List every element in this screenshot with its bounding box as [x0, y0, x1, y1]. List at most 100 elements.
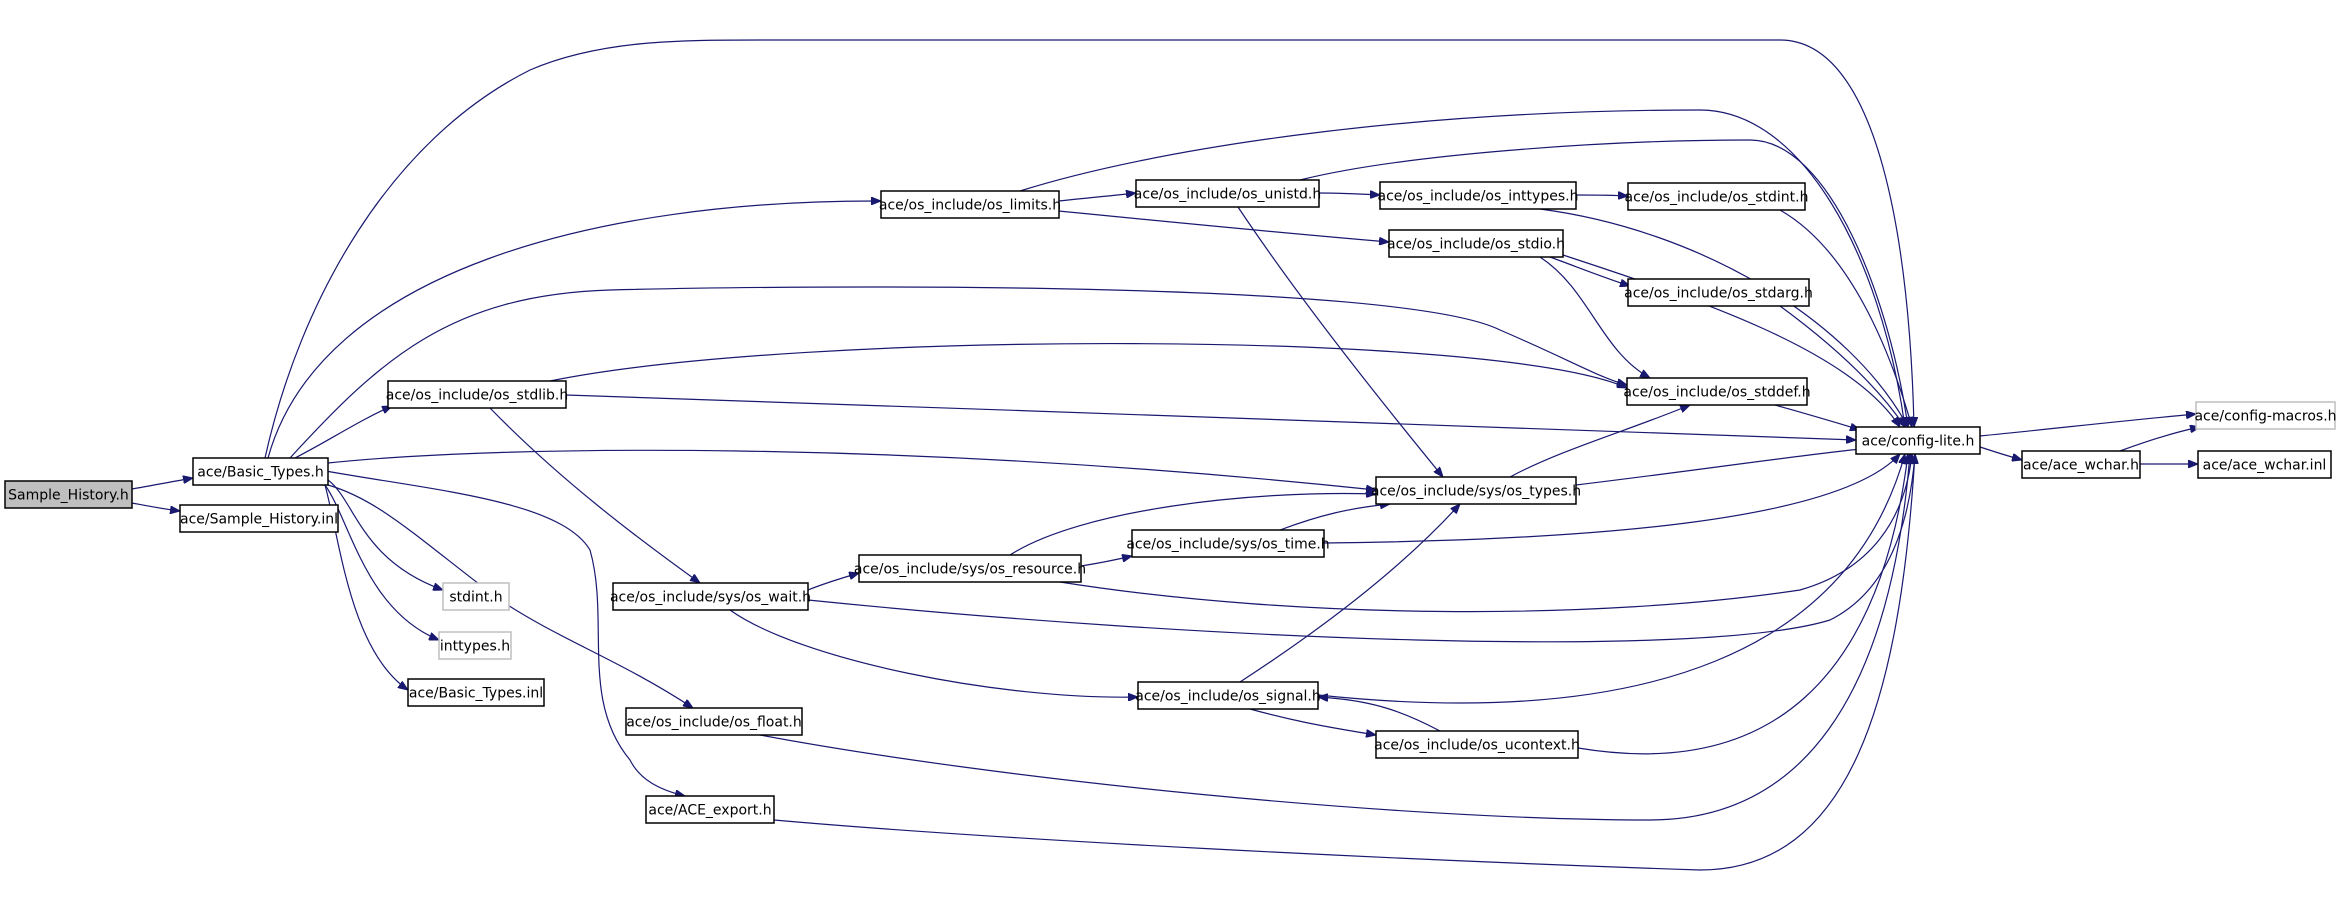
node-label: ace/os_include/os_stdint.h	[1624, 190, 1808, 206]
edge-path	[1509, 404, 1690, 478]
node-basic-types-h[interactable]: ace/Basic_Types.h	[192, 457, 329, 486]
node-os-wait-h[interactable]: ace/os_include/sys/os_wait.h	[610, 582, 811, 611]
node-box	[407, 678, 545, 707]
node-os-ucontext-h[interactable]: ace/os_include/os_ucontext.h	[1374, 730, 1580, 759]
edge-os_resource_h-to-os_types_h	[1009, 494, 1376, 556]
node-box	[438, 631, 512, 660]
edge-os_ucontext_h-to-config_lite_h	[1577, 454, 1908, 755]
edge-os_resource_h-to-config_lite_h	[1059, 454, 1912, 613]
node-label: ace/ace_wchar.h	[2023, 458, 2139, 474]
edge-os_inttypes_h-to-os_stdint_h	[1575, 195, 1628, 196]
edge-path	[267, 201, 881, 459]
node-sample-history-inl[interactable]: ace/Sample_History.inl	[179, 504, 339, 533]
node-label: Sample_History.h	[8, 488, 129, 504]
edge-path	[1577, 454, 1908, 755]
node-basic-types-inl[interactable]: ace/Basic_Types.inl	[407, 678, 545, 707]
edge-path	[759, 454, 1910, 821]
edge-basic_types_h-to-os_stdlib_h	[294, 405, 392, 459]
node-ace-wchar-h[interactable]: ace/ace_wchar.h	[2021, 450, 2141, 479]
edge-os_wait_h-to-config_lite_h	[807, 454, 1915, 643]
edge-os_types_h-to-os_stddef_h	[1509, 404, 1690, 478]
edge-path	[1019, 109, 1905, 427]
node-os-limits-h[interactable]: ace/os_include/os_limits.h	[879, 190, 1061, 219]
edge-os_wait_h-to-os_signal_h	[729, 609, 1138, 697]
edge-path	[1058, 193, 1136, 202]
node-label: ace/os_include/os_unistd.h	[1134, 187, 1321, 203]
node-sample-history-h[interactable]: Sample_History.h	[4, 480, 133, 509]
nodes-layer: Sample_History.h ace/Basic_Types.h ace/Sam…	[4, 179, 2337, 824]
node-box	[612, 582, 809, 611]
edge-os_unistd_h-to-config_lite_h	[1299, 139, 1908, 427]
node-label: ace/os_include/sys/os_time.h	[1126, 537, 1329, 553]
node-box	[4, 480, 133, 509]
node-label: ace/os_include/os_stdlib.h	[386, 388, 568, 404]
edge-os_time_h-to-config_lite_h	[1323, 454, 1900, 544]
node-box	[1855, 426, 1981, 455]
node-box	[2195, 401, 2336, 430]
node-label: ace/os_include/os_signal.h	[1135, 689, 1321, 705]
node-os-stdarg-h[interactable]: ace/os_include/os_stdarg.h	[1624, 278, 1813, 307]
node-label: ace/os_include/os_stddef.h	[1623, 385, 1810, 401]
edge-ace_export_h-to-config_lite_h	[773, 454, 1915, 871]
edge-basic_types_h-to-os_stddef_h	[289, 286, 1627, 459]
edge-path	[289, 286, 1627, 459]
node-label: ace/os_include/os_float.h	[626, 715, 802, 731]
node-label: ace/Sample_History.inl	[180, 512, 338, 528]
edge-os_ucontext_h-to-os_signal_h	[1318, 697, 1441, 732]
node-os-types-h[interactable]: ace/os_include/sys/os_types.h	[1371, 476, 1581, 505]
node-label: ace/os_include/os_limits.h	[879, 198, 1061, 214]
edge-os_limits_h-to-config_lite_h	[1019, 109, 1905, 427]
edge-path	[489, 407, 700, 583]
node-config-lite-h[interactable]: ace/config-lite.h	[1855, 426, 1981, 455]
node-stdint-h[interactable]: stdint.h	[442, 582, 510, 611]
node-os-float-h[interactable]: ace/os_include/os_float.h	[625, 707, 803, 736]
edge-path	[1549, 256, 1630, 286]
node-label: ace/Basic_Types.h	[197, 465, 323, 481]
node-box	[1626, 377, 1808, 406]
node-box	[2197, 450, 2332, 479]
node-box	[645, 795, 775, 824]
node-label: ace/os_include/os_stdarg.h	[1624, 286, 1813, 302]
node-label: ace/os_include/sys/os_wait.h	[610, 590, 811, 606]
edge-basic_types_h-to-inttypes_h	[324, 484, 439, 641]
edge-path	[1009, 494, 1376, 556]
node-inttypes-h[interactable]: inttypes.h	[438, 631, 512, 660]
edge-path	[1323, 454, 1900, 544]
node-box	[387, 380, 567, 409]
node-os-unistd-h[interactable]: ace/os_include/os_unistd.h	[1134, 179, 1321, 208]
node-os-stdint-h[interactable]: ace/os_include/os_stdint.h	[1624, 182, 1809, 211]
edge-path	[1575, 195, 1628, 196]
edge-path	[1059, 454, 1912, 613]
node-box	[625, 707, 803, 736]
node-os-stdio-h[interactable]: ace/os_include/os_stdio.h	[1387, 229, 1565, 258]
edge-path	[729, 609, 1138, 697]
edge-os_unistd_h-to-os_inttypes_h	[1318, 193, 1380, 195]
node-label: ace/os_include/os_inttypes.h	[1378, 189, 1579, 205]
node-os-inttypes-h[interactable]: ace/os_include/os_inttypes.h	[1378, 181, 1579, 210]
edge-path	[1237, 206, 1443, 477]
node-os-time-h[interactable]: ace/os_include/sys/os_time.h	[1126, 529, 1330, 558]
node-box	[442, 582, 510, 611]
node-label: ace/os_include/sys/os_types.h	[1371, 484, 1581, 500]
node-label: ace/Basic_Types.inl	[409, 686, 543, 702]
edge-path	[773, 454, 1915, 871]
edge-path	[1249, 708, 1376, 735]
node-config-macros-h[interactable]: ace/config-macros.h	[2194, 401, 2337, 430]
node-os-resource-h[interactable]: ace/os_include/sys/os_resource.h	[854, 554, 1086, 583]
node-ace-export-h[interactable]: ace/ACE_export.h	[645, 795, 775, 824]
node-os-stddef-h[interactable]: ace/os_include/os_stddef.h	[1623, 377, 1811, 406]
edge-path	[1779, 209, 1912, 427]
node-box	[1135, 179, 1320, 208]
edge-basic_types_h-to-os_types_h	[327, 449, 1376, 490]
edge-path	[807, 573, 859, 591]
node-label: ace/os_include/os_stdio.h	[1387, 237, 1565, 253]
node-box	[1375, 476, 1577, 505]
node-label: ace/ACE_export.h	[648, 803, 771, 819]
node-box	[1388, 229, 1564, 258]
edge-basic_types_h-to-os_limits_h	[267, 201, 881, 459]
node-ace-wchar-inl[interactable]: ace/ace_wchar.inl	[2197, 450, 2332, 479]
node-label: ace/config-lite.h	[1862, 434, 1975, 450]
node-os-stdlib-h[interactable]: ace/os_include/os_stdlib.h	[386, 380, 568, 409]
node-label: ace/os_include/os_ucontext.h	[1374, 738, 1580, 754]
node-os-signal-h[interactable]: ace/os_include/os_signal.h	[1135, 681, 1321, 710]
